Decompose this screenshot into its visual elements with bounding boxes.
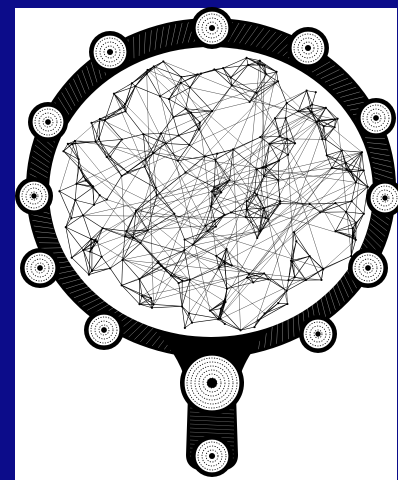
concentric-dotted-rosette-icon bbox=[20, 248, 60, 288]
mesh-node bbox=[109, 156, 111, 158]
mesh-node bbox=[95, 238, 97, 240]
mesh-node bbox=[278, 160, 280, 162]
mesh-node bbox=[287, 279, 289, 281]
mesh-node bbox=[93, 204, 95, 206]
mesh-node bbox=[121, 138, 123, 140]
mesh-node bbox=[263, 207, 265, 209]
mesh-node bbox=[220, 307, 222, 309]
concentric-dotted-rosette-icon bbox=[15, 177, 53, 215]
mesh-node bbox=[150, 297, 152, 299]
concentric-dotted-rosette-icon bbox=[299, 315, 337, 353]
medallion-centre bbox=[365, 265, 371, 271]
mesh-node bbox=[294, 142, 296, 144]
medallion-centre bbox=[37, 265, 43, 271]
concentric-dotted-rosette-icon bbox=[28, 102, 68, 142]
mesh-node bbox=[223, 214, 225, 216]
mesh-node bbox=[245, 57, 247, 59]
mesh-node bbox=[157, 260, 159, 262]
mesh-node bbox=[285, 117, 287, 119]
mesh-node bbox=[311, 103, 313, 105]
mesh-node bbox=[74, 199, 76, 201]
medallion-centre bbox=[382, 195, 387, 200]
medallion-centre bbox=[209, 25, 215, 31]
medallion-centre bbox=[305, 45, 311, 51]
network-mesh bbox=[49, 47, 373, 337]
mesh-node bbox=[181, 305, 183, 307]
concentric-dotted-rosette-icon bbox=[287, 27, 329, 69]
mesh-node bbox=[215, 226, 217, 228]
mesh-node bbox=[98, 138, 100, 140]
mesh-node bbox=[139, 242, 141, 244]
mesh-node bbox=[247, 64, 249, 66]
mesh-node bbox=[321, 138, 323, 140]
mesh-node bbox=[265, 166, 267, 168]
mesh-node bbox=[191, 322, 193, 324]
mesh-node bbox=[89, 251, 91, 253]
medallion-centre bbox=[315, 331, 320, 336]
medallion-centre bbox=[31, 193, 36, 198]
mesh-node bbox=[326, 154, 328, 156]
medallion-centre bbox=[101, 327, 107, 333]
mesh-node bbox=[82, 175, 84, 177]
concentric-dotted-rosette-icon bbox=[356, 98, 396, 138]
mesh-node bbox=[160, 132, 162, 134]
mesh-node bbox=[333, 126, 335, 128]
mesh-node bbox=[351, 200, 353, 202]
mesh-node bbox=[363, 213, 365, 215]
mesh-node bbox=[216, 153, 218, 155]
mesh-node bbox=[90, 122, 92, 124]
concentric-dotted-rosette-icon bbox=[348, 248, 388, 288]
mesh-node bbox=[277, 302, 279, 304]
mesh-node bbox=[315, 91, 317, 93]
concentric-dotted-rosette-icon bbox=[89, 31, 131, 73]
mesh-node bbox=[71, 257, 73, 259]
mesh-node bbox=[295, 240, 297, 242]
mesh-node bbox=[106, 156, 108, 158]
mesh-node bbox=[124, 110, 126, 112]
medallion-centre bbox=[373, 115, 379, 121]
mesh-node bbox=[67, 143, 69, 145]
medallion-centre bbox=[207, 378, 217, 388]
medallion-centre bbox=[45, 119, 51, 125]
mesh-node bbox=[88, 273, 90, 275]
mesh-node bbox=[178, 282, 180, 284]
mesh-node bbox=[131, 82, 133, 84]
mesh-node bbox=[252, 281, 254, 283]
concentric-dotted-rosette-icon bbox=[180, 351, 244, 415]
mesh-node bbox=[224, 323, 226, 325]
mesh-node bbox=[279, 200, 281, 202]
mesh-node bbox=[142, 133, 144, 135]
mesh-node bbox=[180, 76, 182, 78]
mesh-node bbox=[184, 327, 186, 329]
medallion-centre bbox=[107, 49, 113, 55]
concentric-dotted-rosette-icon bbox=[191, 435, 233, 477]
mesh-node bbox=[168, 98, 170, 100]
mesh-node bbox=[123, 106, 125, 108]
mesh-node bbox=[181, 280, 183, 282]
concentric-dotted-rosette-icon bbox=[84, 310, 124, 350]
mesh-node bbox=[352, 227, 354, 229]
mesh-node bbox=[253, 326, 255, 328]
mesh-node bbox=[65, 226, 67, 228]
mesh-node bbox=[185, 108, 187, 110]
mesh-node bbox=[213, 68, 215, 70]
mesh-node bbox=[138, 303, 140, 305]
mesh-node bbox=[257, 63, 259, 65]
medallion-centre bbox=[209, 453, 215, 459]
concentric-dotted-rosette-icon bbox=[191, 7, 233, 49]
mesh-node bbox=[177, 160, 179, 162]
